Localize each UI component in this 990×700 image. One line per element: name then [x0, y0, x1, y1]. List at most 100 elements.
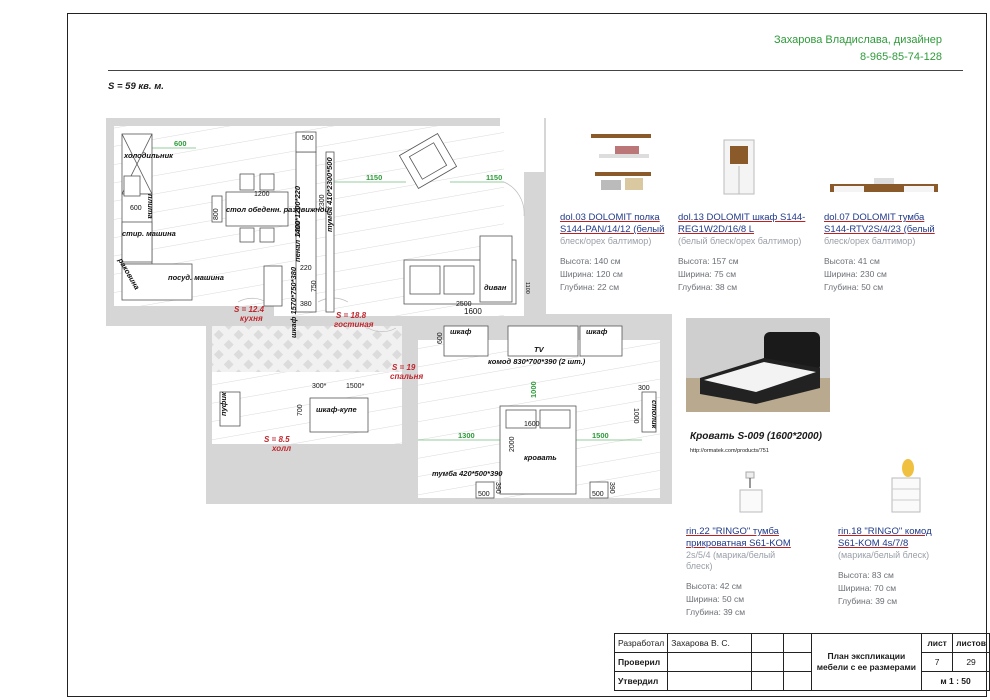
stamp-sheets: 29	[952, 652, 990, 672]
product-wardrobe-image	[720, 136, 760, 196]
product-title[interactable]: rin.18 "RINGO" комод S61-KOM 4s/7/8	[838, 526, 932, 549]
bed-url[interactable]: http://ormatek.com/products/751	[690, 448, 769, 454]
stamp-sheet: 7	[921, 652, 954, 672]
dim-green-1300: 1300	[458, 431, 475, 440]
product-title[interactable]: dol.03 DOLOMIT полка S144-PAN/14/12 (бел…	[560, 212, 665, 235]
drawing-frame	[67, 13, 987, 697]
dresser-image	[888, 458, 924, 514]
stamp-title: План экспликации мебели с ее размерами	[810, 633, 923, 691]
room-bedroom-name: спальня	[390, 372, 423, 381]
dim-220: 220	[300, 265, 312, 272]
product-title[interactable]: dol.13 DOLOMIT шкаф S144-REG1W2D/16/8 L	[678, 212, 806, 235]
dim-green-1000: 1000	[529, 381, 538, 398]
product-card-wardrobe: dol.13 DOLOMIT шкаф S144-REG1W2D/16/8 L …	[678, 212, 806, 294]
dim-1000: 1000	[632, 408, 639, 424]
stamp-sheets-label: листов	[952, 633, 990, 653]
designer-phone: 8-965-85-74-128	[860, 51, 942, 63]
dim-green-600: 600	[174, 139, 187, 148]
dim-380: 380	[300, 301, 312, 308]
room-kitchen-area: S = 12.4	[234, 305, 265, 314]
product-sub: (марикa/белый блеск)	[838, 550, 930, 560]
dim-1200b: 1200	[295, 220, 302, 236]
product-tvstand-image	[828, 176, 940, 200]
nightstand-image	[736, 470, 766, 514]
product-depth: Глубина: 39 см	[686, 607, 746, 617]
product-depth: Глубина: 22 см	[560, 282, 620, 292]
label-cabinet-2: шкаф	[586, 327, 608, 336]
title-block: Разработал Захарова В. С. План экспликац…	[613, 633, 990, 691]
label-dishwasher: посуд. машина	[168, 273, 224, 282]
tv-stand	[325, 151, 335, 313]
wardrobe-kitchen	[263, 265, 283, 307]
dim-1100: 1100	[524, 282, 530, 294]
dim-800: 800	[213, 208, 220, 220]
product-width: Ширина: 75 см	[678, 269, 737, 279]
dim-1500: 1500*	[346, 383, 365, 390]
label-cabinet-1: шкаф	[450, 327, 472, 336]
dim-700: 700	[297, 404, 304, 416]
label-dining: стол обеденн. раздвижной	[226, 205, 329, 214]
bed-caption: Кровать S-009 (1600*2000)	[690, 431, 822, 442]
dim-600: 600	[130, 205, 142, 212]
dim-500c: 500	[592, 491, 604, 498]
label-dresser: комод 830*700*390 (2 шт.)	[488, 357, 586, 366]
label-sofa: диван	[484, 283, 507, 292]
ottoman	[219, 391, 241, 427]
dim-390b: 390	[608, 482, 615, 494]
dim-2500: 2500	[456, 301, 472, 308]
product-height: Высота: 140 см	[560, 256, 621, 266]
dim-green-1150a: 1150	[366, 173, 382, 182]
label-sliding: шкаф-купе	[316, 405, 357, 414]
room-hall-area: S = 8.5	[264, 435, 290, 444]
label-fridge: холодильник	[123, 151, 174, 160]
total-area: S = 59 кв. м.	[108, 81, 164, 92]
floor-plan: холодильник плита стир. машина раковина …	[106, 118, 672, 504]
header-rule	[108, 70, 963, 71]
product-depth: Глубина: 38 см	[678, 282, 738, 292]
dim-1600b: 1600	[524, 421, 540, 428]
product-height: Высота: 83 см	[838, 570, 894, 580]
dim-750: 750	[311, 280, 318, 292]
designer-name: Захарова Владислава, дизайнер	[774, 34, 942, 46]
label-nightstand: тумба 420*500*390	[432, 469, 503, 478]
product-depth: Глубина: 50 см	[824, 282, 884, 292]
label-pencil: пенал 1400*1200*220	[293, 185, 302, 262]
dim-1600a: 1600	[464, 307, 482, 316]
product-card-nightstand: rin.22 "RINGO" тумба прикроватная S61-KO…	[686, 526, 804, 619]
dim-2000: 2000	[509, 436, 516, 452]
product-width: Ширина: 120 см	[560, 269, 623, 279]
room-bedroom-area: S = 19	[392, 363, 416, 372]
product-width: Ширина: 50 см	[686, 594, 745, 604]
product-sub: блеск/орех балтимор)	[824, 236, 916, 246]
product-height: Высота: 41 см	[824, 256, 880, 266]
label-ottoman: пуфик	[219, 391, 228, 416]
dim-1200a: 1200	[254, 191, 270, 198]
product-card-tvstand: dol.07 DOLOMIT тумба S144-RTV2S/4/23 (бе…	[824, 212, 942, 294]
stamp-role: Проверил	[613, 652, 669, 672]
label-wardrobe-k: шкаф 1570*750*380	[289, 266, 298, 338]
product-sub: 2s/5/4 (марикa/белый блеск)	[686, 550, 776, 571]
label-tv2: TV	[534, 345, 545, 354]
bed-image	[686, 318, 830, 412]
dim-390a: 390	[494, 482, 501, 494]
dim-green-1150b: 1150	[486, 173, 502, 182]
product-title[interactable]: rin.22 "RINGO" тумба прикроватная S61-KO…	[686, 526, 791, 549]
stamp-scale: м 1 : 50	[921, 671, 990, 691]
dim-green-1500: 1500	[592, 431, 609, 440]
dim-600b: 600	[437, 332, 444, 344]
stamp-role: Разработал	[613, 633, 669, 653]
product-card-shelf: dol.03 DOLOMIT полка S144-PAN/14/12 (бел…	[560, 212, 670, 294]
label-washer: стир. машина	[122, 229, 176, 238]
tv-dresser	[507, 325, 579, 357]
dim-300b: 300	[638, 385, 650, 392]
bedroom-cabinet-1	[443, 325, 489, 357]
stamp-name: Захарова В. С.	[667, 633, 753, 653]
room-kitchen-name: кухня	[240, 314, 263, 323]
product-title[interactable]: dol.07 DOLOMIT тумба S144-RTV2S/4/23 (бе…	[824, 212, 935, 235]
label-bed: кровать	[524, 453, 557, 462]
product-height: Высота: 42 см	[686, 581, 742, 591]
label-desk: столик	[650, 400, 659, 430]
room-living-area: S = 18.8	[336, 311, 367, 320]
product-width: Ширина: 230 см	[824, 269, 887, 279]
product-sub: (белый блеск/орех балтимор)	[678, 236, 802, 246]
